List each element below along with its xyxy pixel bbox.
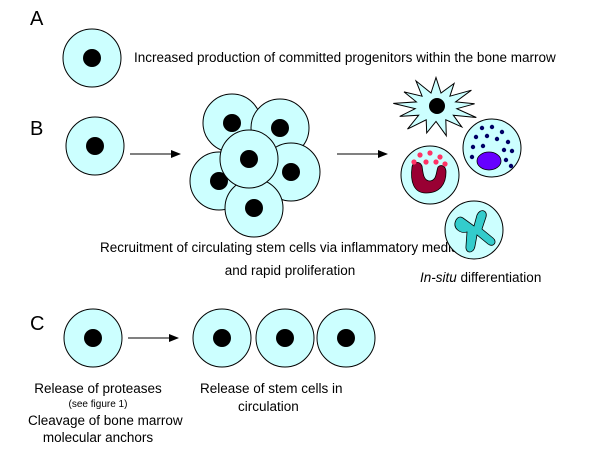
spiky-cell	[393, 75, 477, 138]
granule	[411, 159, 417, 165]
granule	[479, 125, 485, 131]
caption-c-right-line1: Release of stem cells in	[200, 381, 343, 396]
panel-label-b: B	[30, 118, 44, 140]
cell-c-released-1	[192, 308, 252, 368]
neutrophil-cell	[400, 145, 460, 205]
granule	[501, 147, 507, 153]
granule	[499, 129, 505, 135]
caption-c-left-line3: molecular anchors	[42, 430, 154, 445]
granule	[469, 154, 475, 160]
cell-b-single	[65, 116, 125, 176]
granule	[473, 134, 479, 140]
cluster-cell	[219, 129, 279, 189]
cell-c-released-3	[316, 308, 376, 368]
granule	[437, 154, 443, 160]
granule	[417, 152, 423, 158]
caption-a: Increased production of committed progen…	[134, 50, 556, 65]
caption-insitu-italic: In-situ	[420, 270, 457, 285]
caption-c-right-line2: circulation	[238, 399, 299, 414]
granule	[442, 161, 448, 167]
granule	[484, 133, 490, 139]
granule	[427, 150, 433, 156]
granule	[494, 136, 500, 142]
granule	[423, 159, 429, 165]
granule	[480, 143, 486, 149]
basophil-granules	[469, 124, 515, 169]
caption-c-note: (see figure 1)	[68, 399, 128, 410]
caption-c-left-line1: Release of proteases	[34, 381, 162, 396]
cell-c-source	[63, 308, 123, 368]
panel-label-c: C	[30, 313, 45, 335]
cell-cluster	[189, 93, 321, 238]
granule	[489, 124, 495, 130]
panel-label-a: A	[30, 8, 44, 30]
granule	[433, 159, 439, 165]
cell-c-released-2	[255, 308, 315, 368]
granule	[509, 148, 515, 154]
basophil-cell	[462, 118, 522, 178]
cell-a	[62, 28, 122, 88]
granule	[508, 163, 514, 169]
granule	[470, 144, 476, 150]
macrophage-cell	[444, 200, 504, 260]
granule	[503, 157, 509, 163]
caption-b-line2: and rapid proliferation	[224, 263, 356, 278]
caption-insitu: In-situ differentiation	[420, 270, 541, 285]
granule	[505, 139, 511, 145]
neutrophil-granules	[411, 150, 448, 167]
caption-insitu-rest: differentiation	[456, 270, 542, 285]
caption-b-line1: Recruitment of circulating stem cells vi…	[100, 240, 482, 255]
caption-c-left-line2: Cleavage of bone marrow	[28, 413, 183, 428]
